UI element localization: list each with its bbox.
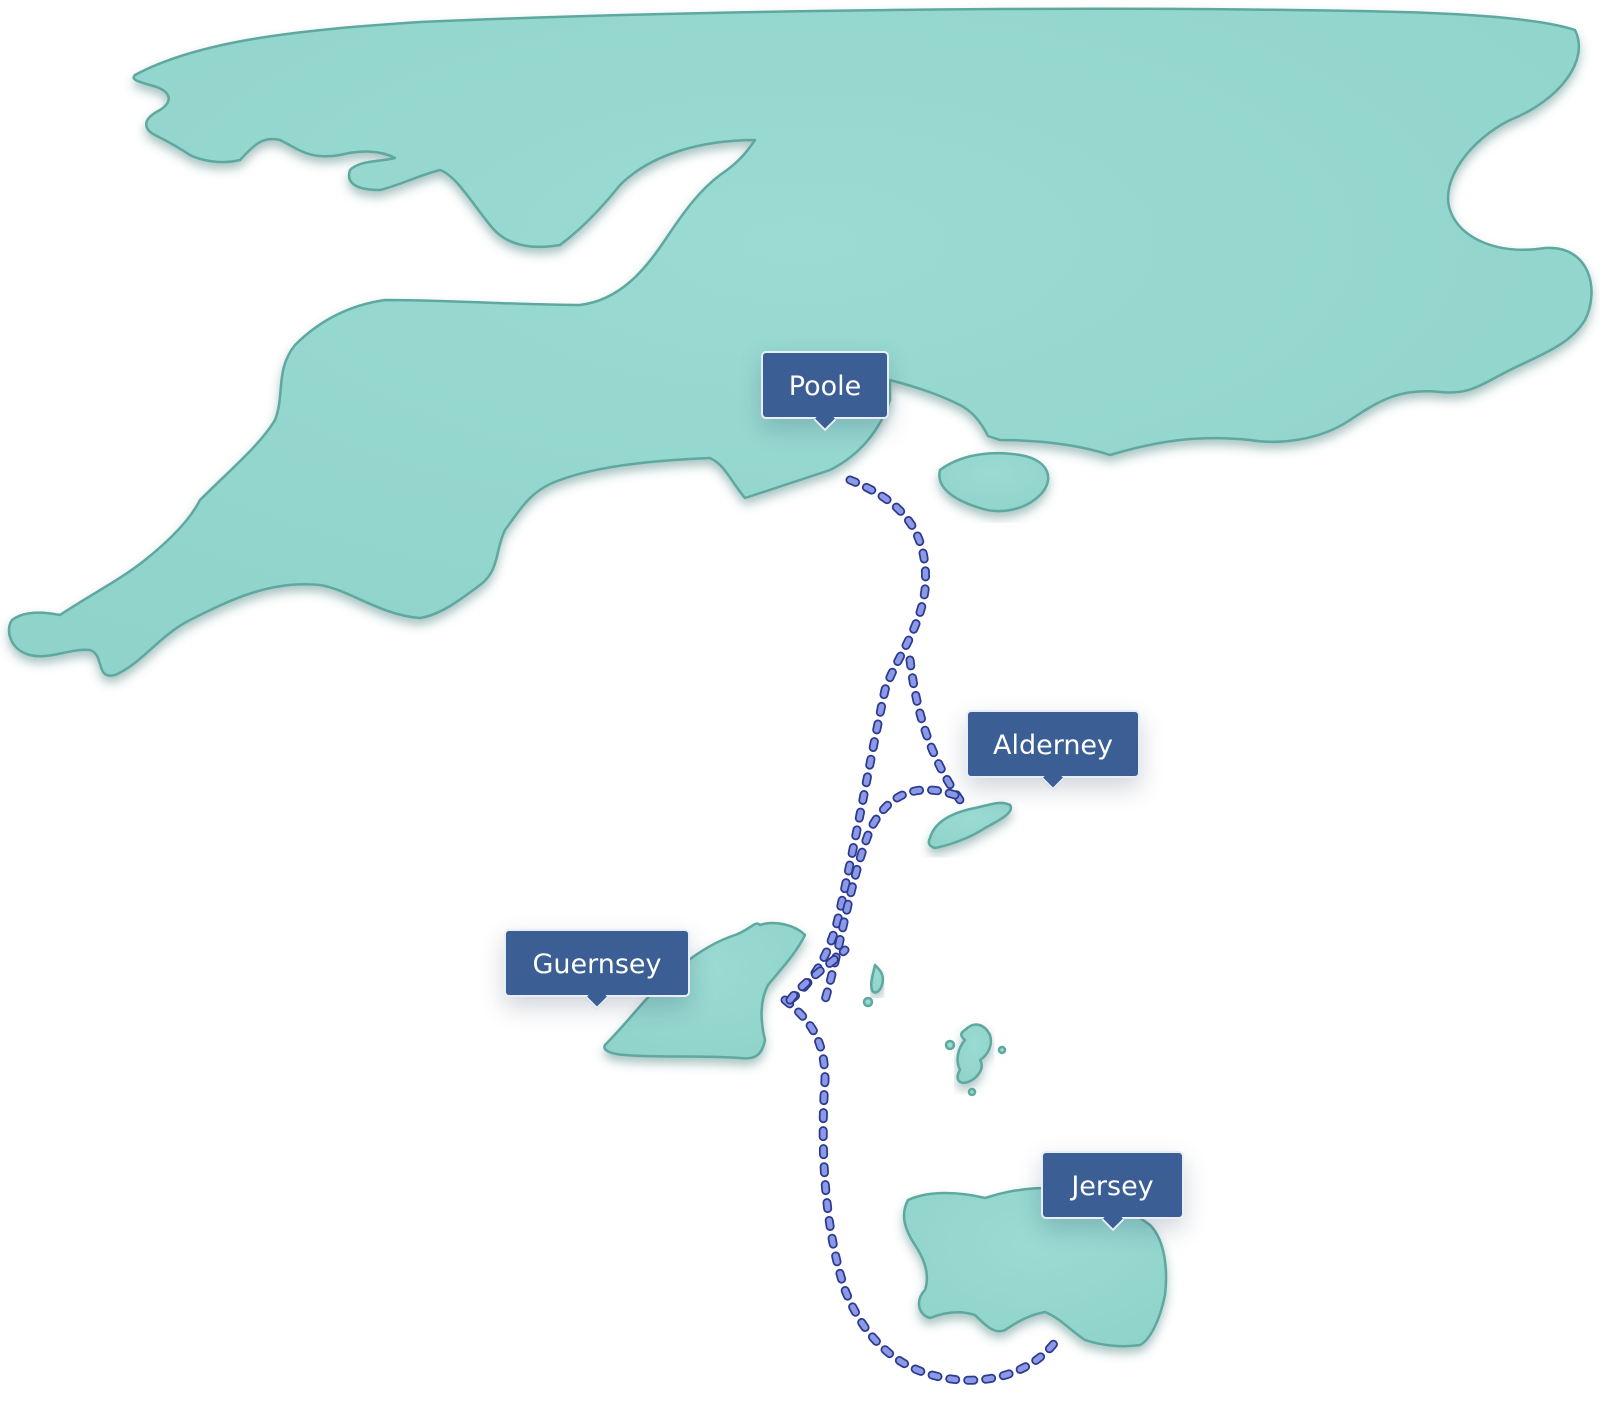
sark-islet bbox=[997, 1045, 1007, 1055]
ferry-routes bbox=[780, 475, 1065, 1385]
sark-islet bbox=[967, 1087, 977, 1097]
herm-islet bbox=[869, 963, 885, 994]
sark-island bbox=[956, 1023, 993, 1084]
location-label-poole[interactable]: Poole bbox=[761, 351, 889, 419]
jethou-islet bbox=[862, 996, 874, 1008]
route-poole-guernsey bbox=[785, 475, 931, 1005]
alderney-island bbox=[927, 801, 1013, 850]
england-landmass bbox=[7, 7, 1593, 677]
location-label-alderney[interactable]: Alderney bbox=[966, 710, 1140, 778]
location-label-jersey[interactable]: Jersey bbox=[1041, 1151, 1184, 1219]
route-poole-alderney bbox=[905, 655, 965, 805]
route-alderney-guernsey bbox=[820, 785, 960, 1005]
sark-islet bbox=[944, 1039, 956, 1051]
location-label-guernsey[interactable]: Guernsey bbox=[504, 929, 690, 997]
isle-of-wight bbox=[938, 451, 1050, 513]
